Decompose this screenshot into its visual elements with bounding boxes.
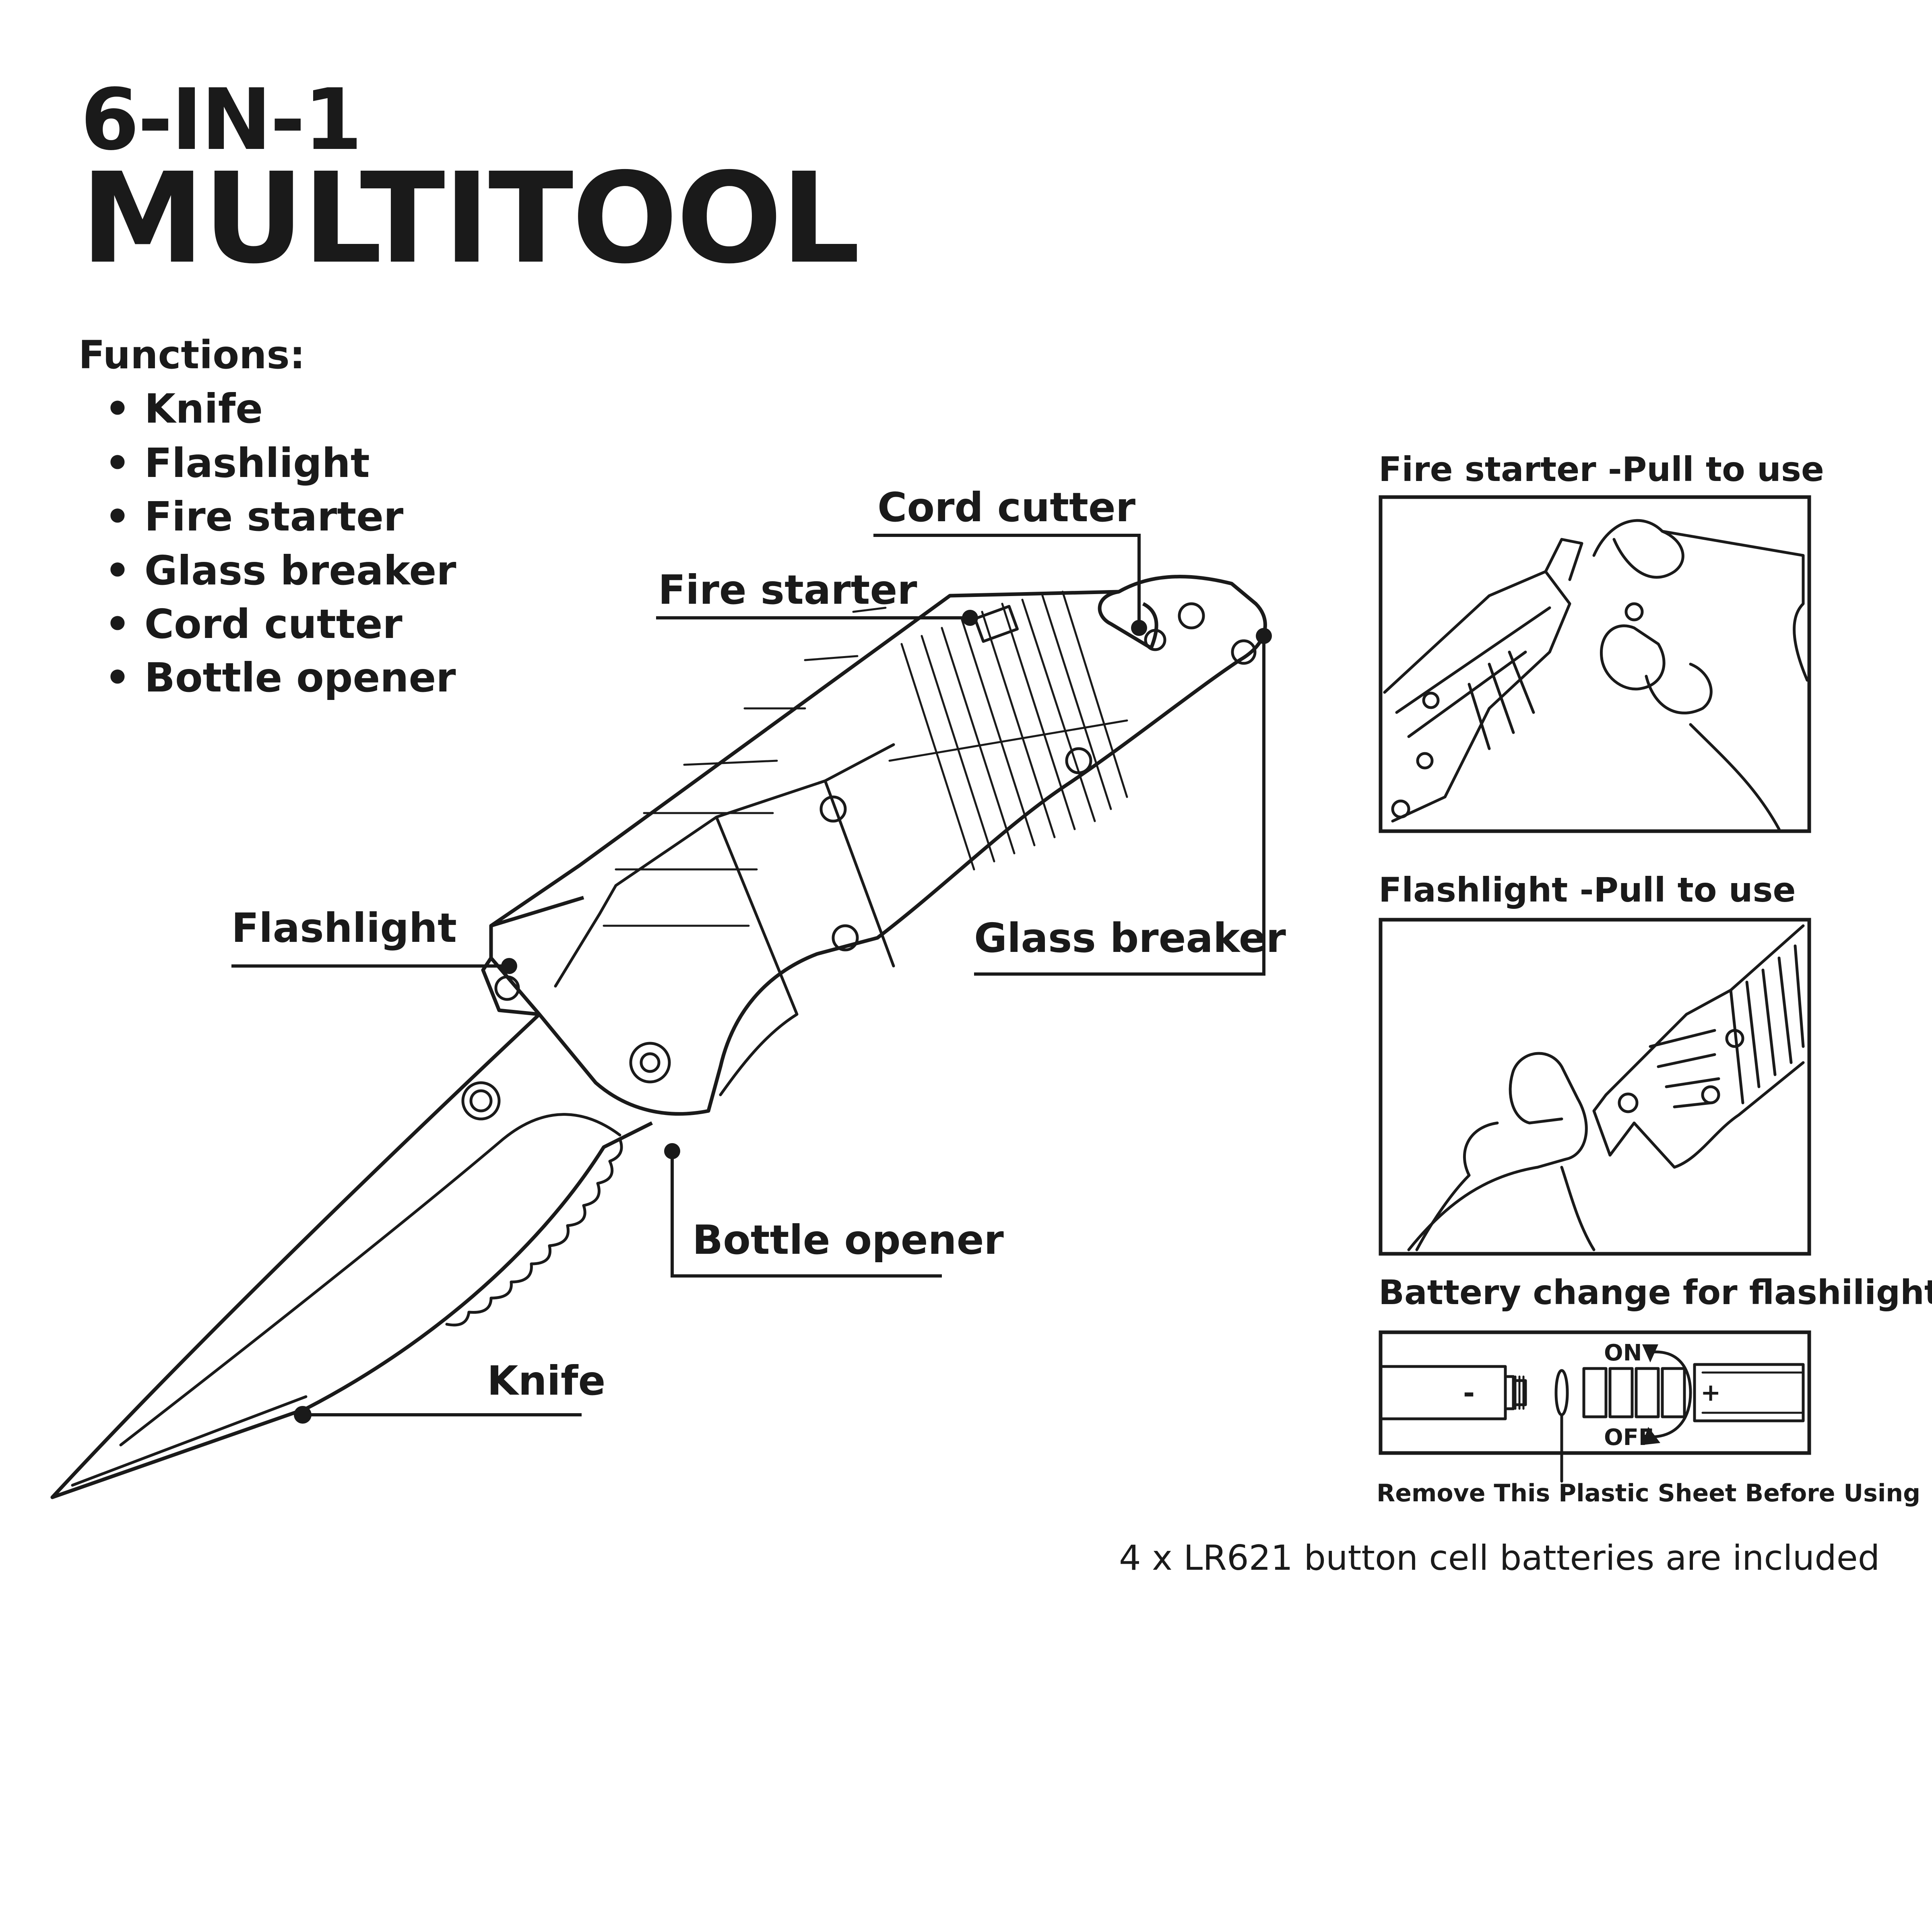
blade-serrations (445, 1137, 623, 1327)
leader-dot-bottle-opener (664, 1143, 680, 1159)
callout-flashlight: Flashlight (231, 904, 457, 952)
handle-grip-lines (888, 590, 1128, 871)
handle-screw-3 (1065, 747, 1092, 774)
blade-outline (50, 1013, 653, 1499)
panel-flashlight-frame (1379, 918, 1811, 1256)
functions-heading: Functions: (78, 332, 305, 378)
battery-footnote: 4 x LR621 button cell batteries are incl… (1119, 1538, 1880, 1578)
functions-list: Functions: • Knife • Flashlight • Fire s… (78, 332, 456, 701)
leader-cord-cutter (873, 534, 1141, 628)
callout-fire-starter: Fire starter (658, 566, 917, 613)
battery-illustration: - + ON OFF (1379, 1340, 1805, 1483)
leader-dot-knife (294, 1406, 312, 1424)
rotate-arrow-head-on (1642, 1344, 1658, 1362)
callout-cord-cutter: Cord cutter (877, 484, 1136, 531)
plastic-sheet-note: Remove This Plastic Sheet Before Using (1377, 1479, 1920, 1507)
callout-glass-breaker: Glass breaker (974, 914, 1286, 962)
panel-battery-title: Battery change for flashilight (1379, 1273, 1932, 1312)
title-line-2: MULTITOOL (80, 146, 859, 291)
function-item-flashlight: • Flashlight (105, 440, 370, 487)
handle-inner-panel (554, 743, 895, 1096)
leader-dot-cord-cutter (1131, 620, 1147, 636)
function-item-glass-breaker: • Glass breaker (105, 547, 456, 594)
callout-knife: Knife (487, 1357, 605, 1404)
cord-cutter-pin (1144, 629, 1166, 651)
leader-dot-flashlight (501, 958, 517, 974)
handle-outline (489, 575, 1267, 1116)
panel-flashlight: Flashlight -Pull to use (1379, 870, 1811, 1256)
leader-bottle-opener (671, 1151, 942, 1278)
panel-fire-starter: Fire starter -Pull to use (1379, 450, 1824, 833)
blade-edge-bevel (71, 1395, 308, 1487)
leader-dot-glass-breaker (1256, 628, 1272, 644)
function-item-knife: • Knife (105, 385, 263, 432)
rotate-arrow-arc (1647, 1350, 1692, 1439)
function-item-cord-cutter: • Cord cutter (105, 601, 402, 648)
function-item-fire-starter: • Fire starter (105, 493, 404, 540)
knife-illustration (50, 575, 1267, 1499)
handle-ridges (603, 607, 887, 927)
rotate-arrow-head-off (1642, 1427, 1660, 1445)
bottle-opener-ring (629, 1042, 671, 1084)
panel-battery: Battery change for flashilight - + ON OF… (1377, 1273, 1932, 1507)
button-cell-3 (1635, 1367, 1660, 1418)
callout-bottle-opener: Bottle opener (692, 1216, 1004, 1263)
handle-screw-4 (1178, 602, 1205, 630)
battery-minus-label: - (1463, 1377, 1475, 1410)
flashlight-illustration (1407, 924, 1805, 1251)
blade-pivot-hole-inner (469, 1089, 493, 1113)
panel-flashlight-title: Flashlight -Pull to use (1379, 870, 1796, 910)
button-cell-2 (1608, 1367, 1634, 1418)
blade-fuller (119, 1113, 621, 1447)
title-line-1: 6-IN-1 (80, 70, 361, 169)
handle-screw-5 (1231, 639, 1257, 665)
cord-cutter-hook (1098, 590, 1158, 650)
title-block: 6-IN-1 MULTITOOL (80, 70, 861, 291)
battery-on-label: ON (1604, 1340, 1642, 1366)
button-cell-1 (1582, 1367, 1608, 1418)
blade-pivot-hole (461, 1081, 501, 1121)
leader-glass-breaker (974, 636, 1265, 976)
callouts: Cord cutter Fire starter Flashlight Glas… (231, 484, 1286, 1424)
handle-screw-1 (819, 795, 847, 823)
bottle-opener-ring-inner (640, 1052, 661, 1073)
flashlight-lens (494, 975, 520, 1001)
panel-battery-frame (1379, 1330, 1811, 1455)
battery-plus-label: + (1701, 1379, 1721, 1407)
panel-fire-starter-title: Fire starter -Pull to use (1379, 450, 1824, 489)
leader-dot-fire-starter (962, 610, 978, 626)
function-item-bottle-opener: • Bottle opener (105, 654, 456, 701)
fire-starter-illustration (1383, 519, 1809, 831)
fire-starter-block (973, 605, 1019, 643)
handle-screw-2 (832, 924, 859, 952)
button-cell-4 (1661, 1367, 1686, 1418)
flashlight-head (481, 896, 584, 1016)
